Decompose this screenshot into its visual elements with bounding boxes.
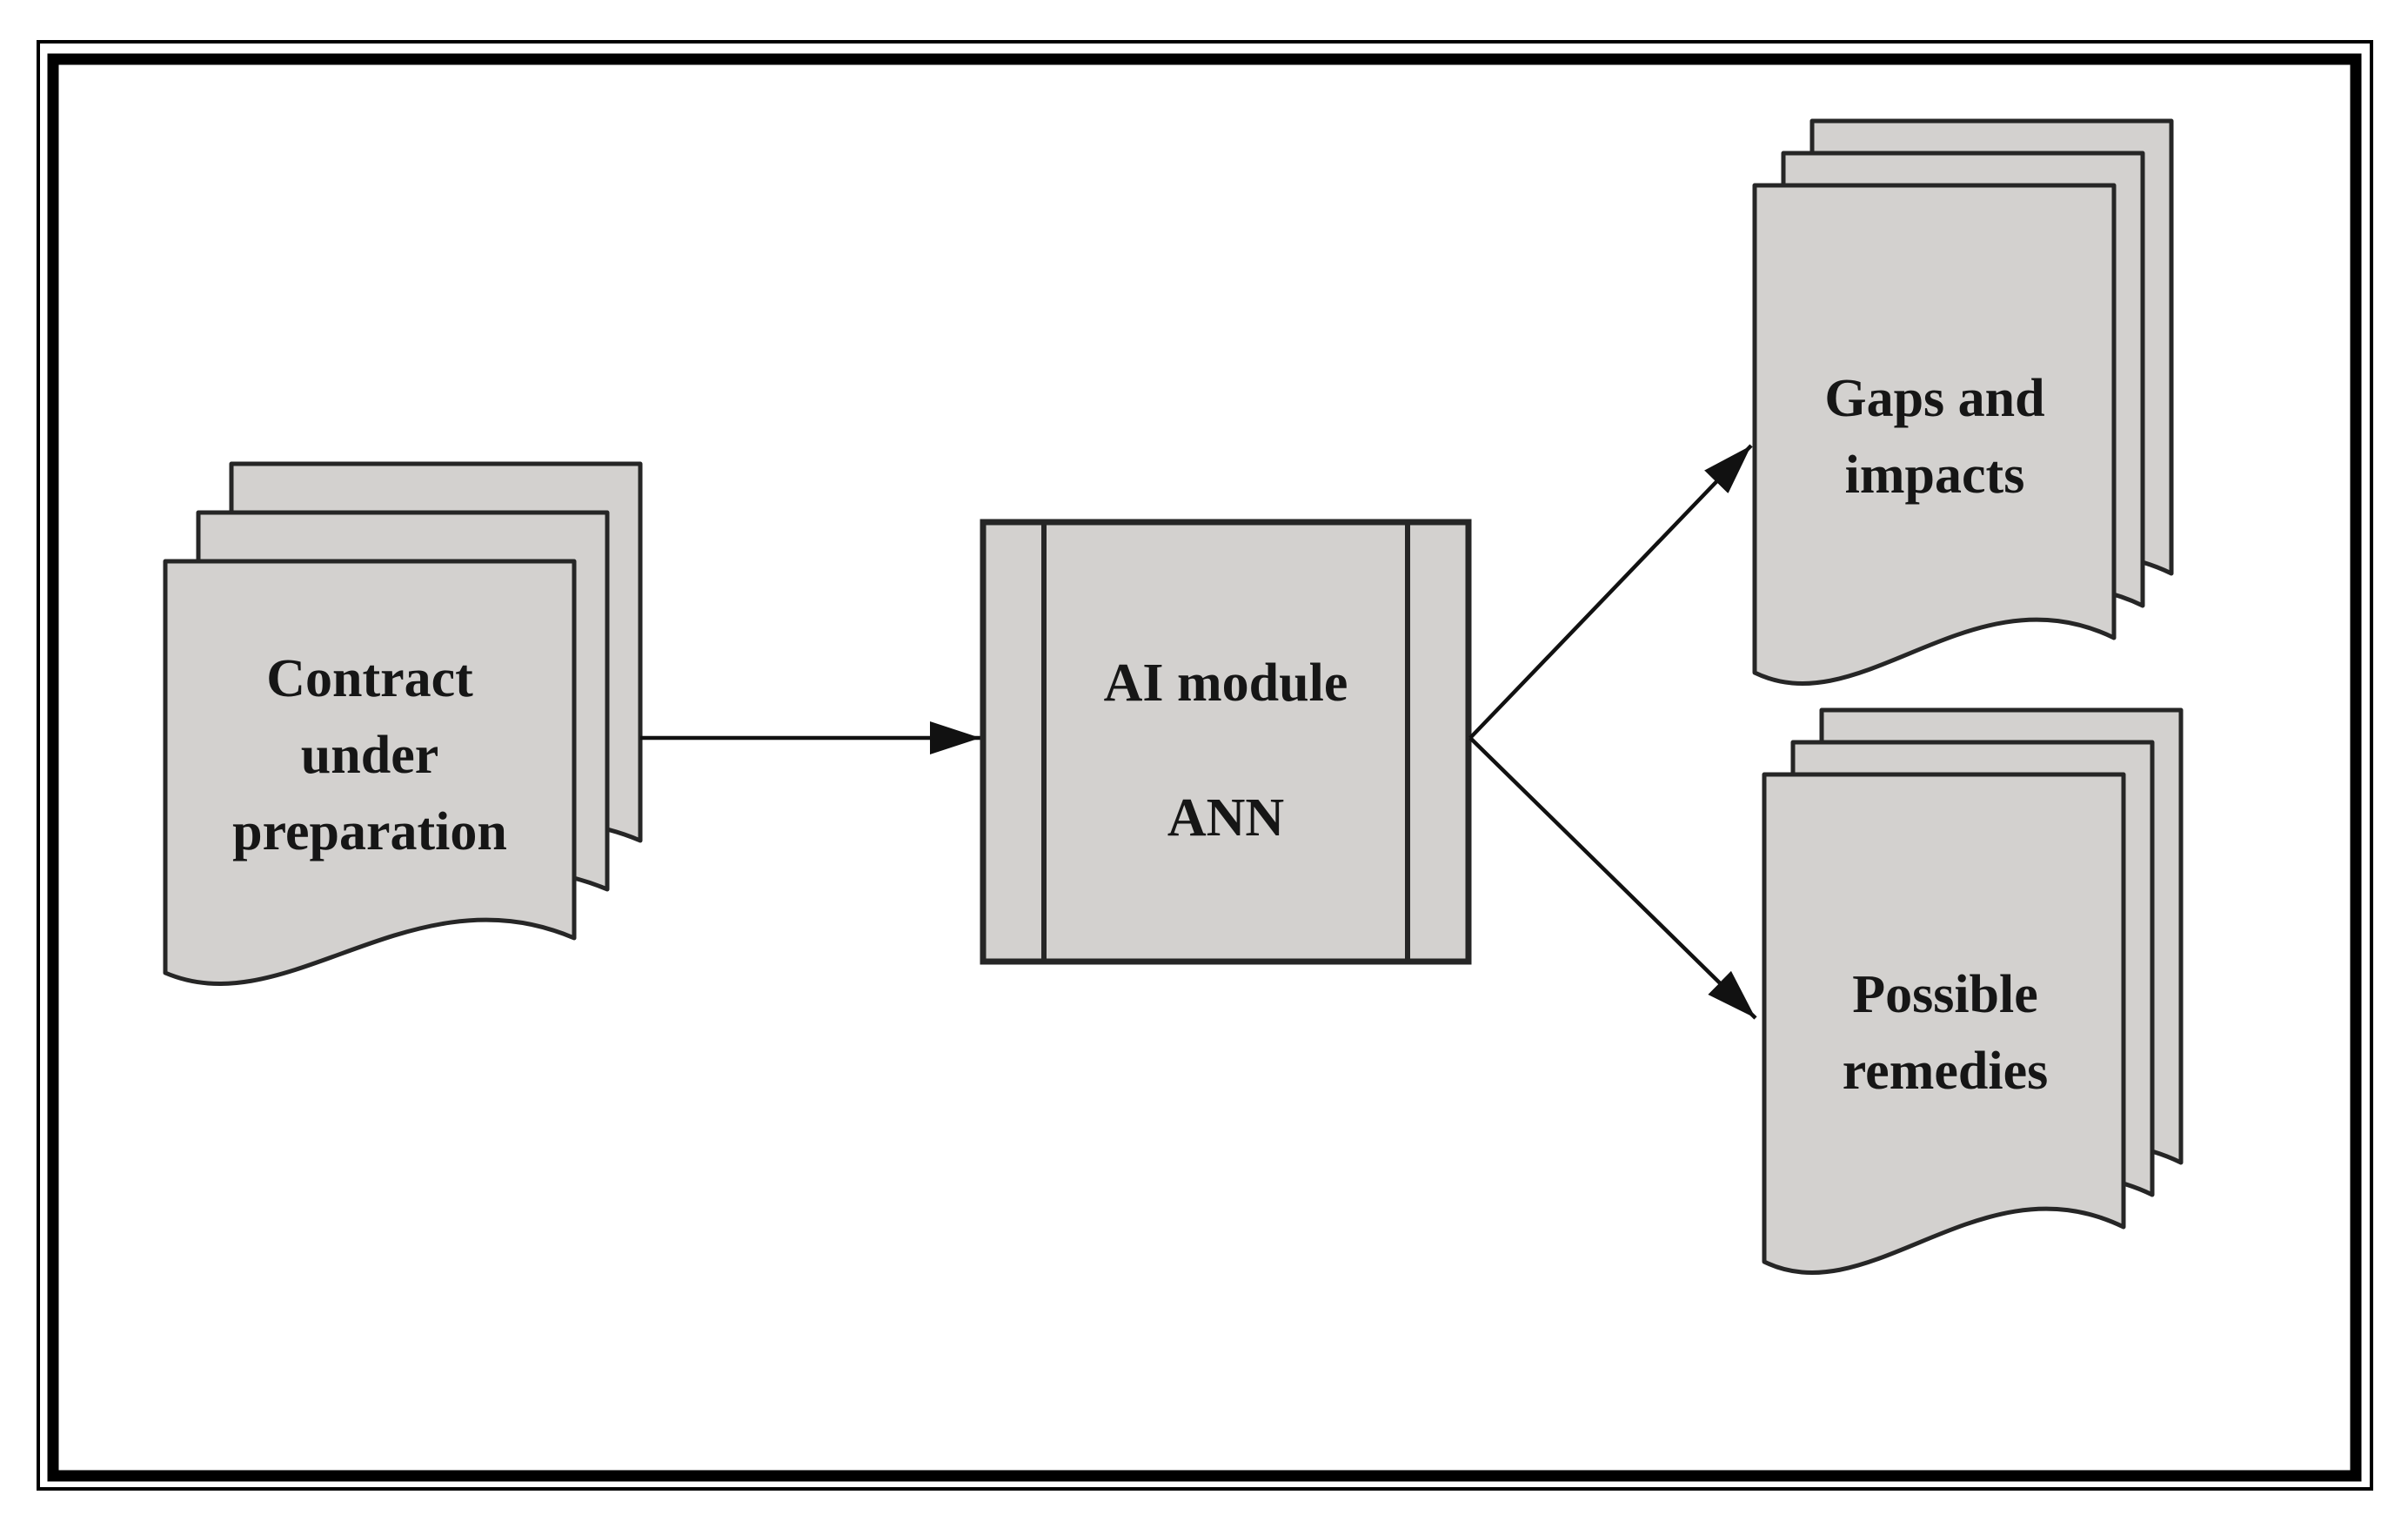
arrow-ai-to-remedies — [1468, 736, 1757, 1020]
arrow-ai-to-gaps — [1468, 444, 1753, 740]
gaps-label-line2: impacts — [1845, 446, 2025, 505]
remedies-label-line1: Possible — [1852, 965, 2038, 1024]
document-page-front — [163, 559, 577, 986]
contract-label-line1: Contract — [266, 649, 473, 708]
document-page-front — [1752, 183, 2117, 686]
remedies-label-line2: remedies — [1843, 1042, 2048, 1101]
ai-module-label-line1: AI module — [1104, 654, 1348, 713]
node-contract-stack: Contract under preparation — [163, 461, 643, 986]
contract-label-line3: preparation — [232, 802, 507, 861]
frame-inner-border — [47, 53, 2362, 1482]
document-page-front — [1762, 772, 2126, 1275]
ai-module-label-line2: ANN — [1167, 788, 1284, 848]
ai-module-box — [980, 519, 1472, 965]
contract-label-line2: under — [301, 726, 438, 785]
frame-outer-border — [37, 40, 2373, 1491]
node-remedies-stack: Possible remedies — [1762, 707, 2184, 1275]
gaps-label-line1: Gaps and — [1824, 369, 2044, 428]
node-ai-module: AI module ANN — [980, 519, 1472, 965]
node-gaps-stack: Gaps and impacts — [1752, 118, 2174, 686]
